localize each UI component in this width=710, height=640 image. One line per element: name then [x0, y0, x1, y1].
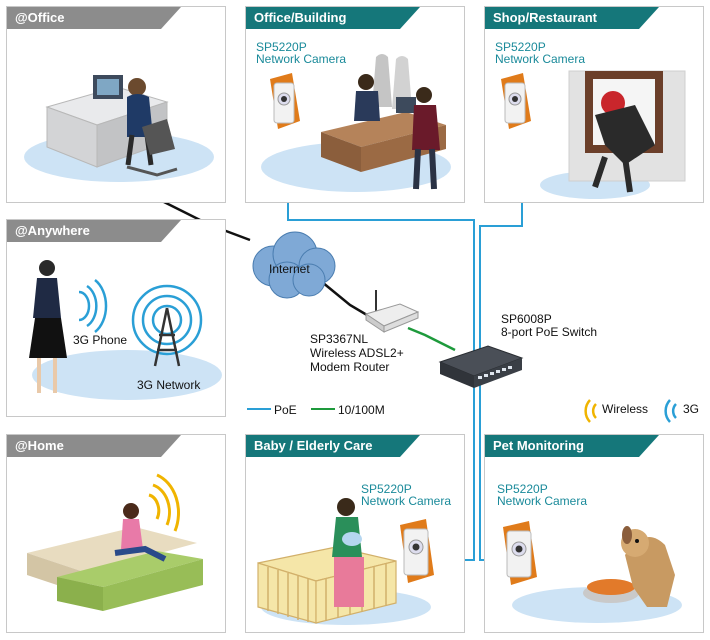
router-line2: Modem Router — [310, 360, 390, 374]
lan-line-router — [407, 326, 456, 352]
internet-label: Internet — [269, 262, 310, 276]
panel-title: Office/Building — [246, 7, 420, 29]
camera-type: Network Camera — [256, 52, 347, 66]
panel-office: @Office — [6, 6, 226, 203]
panel-anywhere: @Anywhere 3G Phone 3G Network — [6, 219, 226, 417]
network-camera-icon — [503, 521, 537, 585]
legend-lan-label: 10/100M — [338, 403, 385, 417]
baby-illustration — [257, 498, 434, 625]
camera-model: SP5220P — [495, 40, 546, 54]
camera-type: Network Camera — [495, 52, 586, 66]
anywhere-illustration — [29, 260, 222, 400]
router-line1: Wireless ADSL2+ — [310, 346, 404, 360]
legend-poe-swatch — [247, 408, 271, 410]
network-camera-icon — [270, 73, 300, 129]
legend-wireless-label: Wireless — [602, 402, 649, 416]
legend-lan-swatch — [311, 408, 335, 410]
3g-tower-icon — [131, 284, 203, 367]
network-label: 3G Network — [137, 378, 201, 392]
panel-pet: Pet Monitoring SP5220P Network Camera — [484, 434, 704, 633]
panel-title: @Home — [7, 435, 181, 457]
phone-label: 3G Phone — [73, 333, 128, 347]
camera-model: SP5220P — [256, 40, 307, 54]
legend-poe-label: PoE — [274, 403, 297, 417]
panel-baby: Baby / Elderly Care SP5220P Network Came… — [245, 434, 465, 633]
panel-title: @Anywhere — [7, 220, 181, 242]
office-illustration — [24, 75, 214, 182]
panel-office-building: Office/Building SP5220P Network Camera — [245, 6, 465, 203]
panel-title: Pet Monitoring — [485, 435, 659, 457]
wireless-icon — [584, 399, 597, 423]
panel-home: @Home — [6, 434, 226, 633]
wan-line-router — [321, 281, 373, 320]
shop-illustration — [501, 70, 686, 199]
office-building-illustration — [261, 54, 451, 192]
network-camera-icon — [501, 73, 531, 129]
panel-title: Shop/Restaurant — [485, 7, 659, 29]
poe-switch-icon — [438, 345, 524, 388]
network-camera-icon — [400, 519, 434, 583]
router-icon — [364, 290, 420, 333]
panel-shop: Shop/Restaurant SP5220P Network Camera — [484, 6, 704, 203]
legend-3g-label: 3G — [683, 402, 700, 416]
panel-title: @Office — [7, 7, 181, 29]
camera-model: SP5220P — [497, 482, 548, 496]
router-model: SP3367NL — [310, 332, 369, 346]
internet-cloud-icon — [252, 231, 336, 299]
camera-model: SP5220P — [361, 482, 412, 496]
switch-desc: 8-port PoE Switch — [501, 325, 598, 339]
camera-type: Network Camera — [497, 494, 588, 508]
3g-icon — [664, 399, 677, 423]
pet-illustration — [503, 521, 682, 623]
panel-title: Baby / Elderly Care — [246, 435, 420, 457]
switch-model: SP6008P — [501, 312, 552, 326]
camera-type: Network Camera — [361, 494, 452, 508]
home-illustration — [27, 473, 203, 611]
